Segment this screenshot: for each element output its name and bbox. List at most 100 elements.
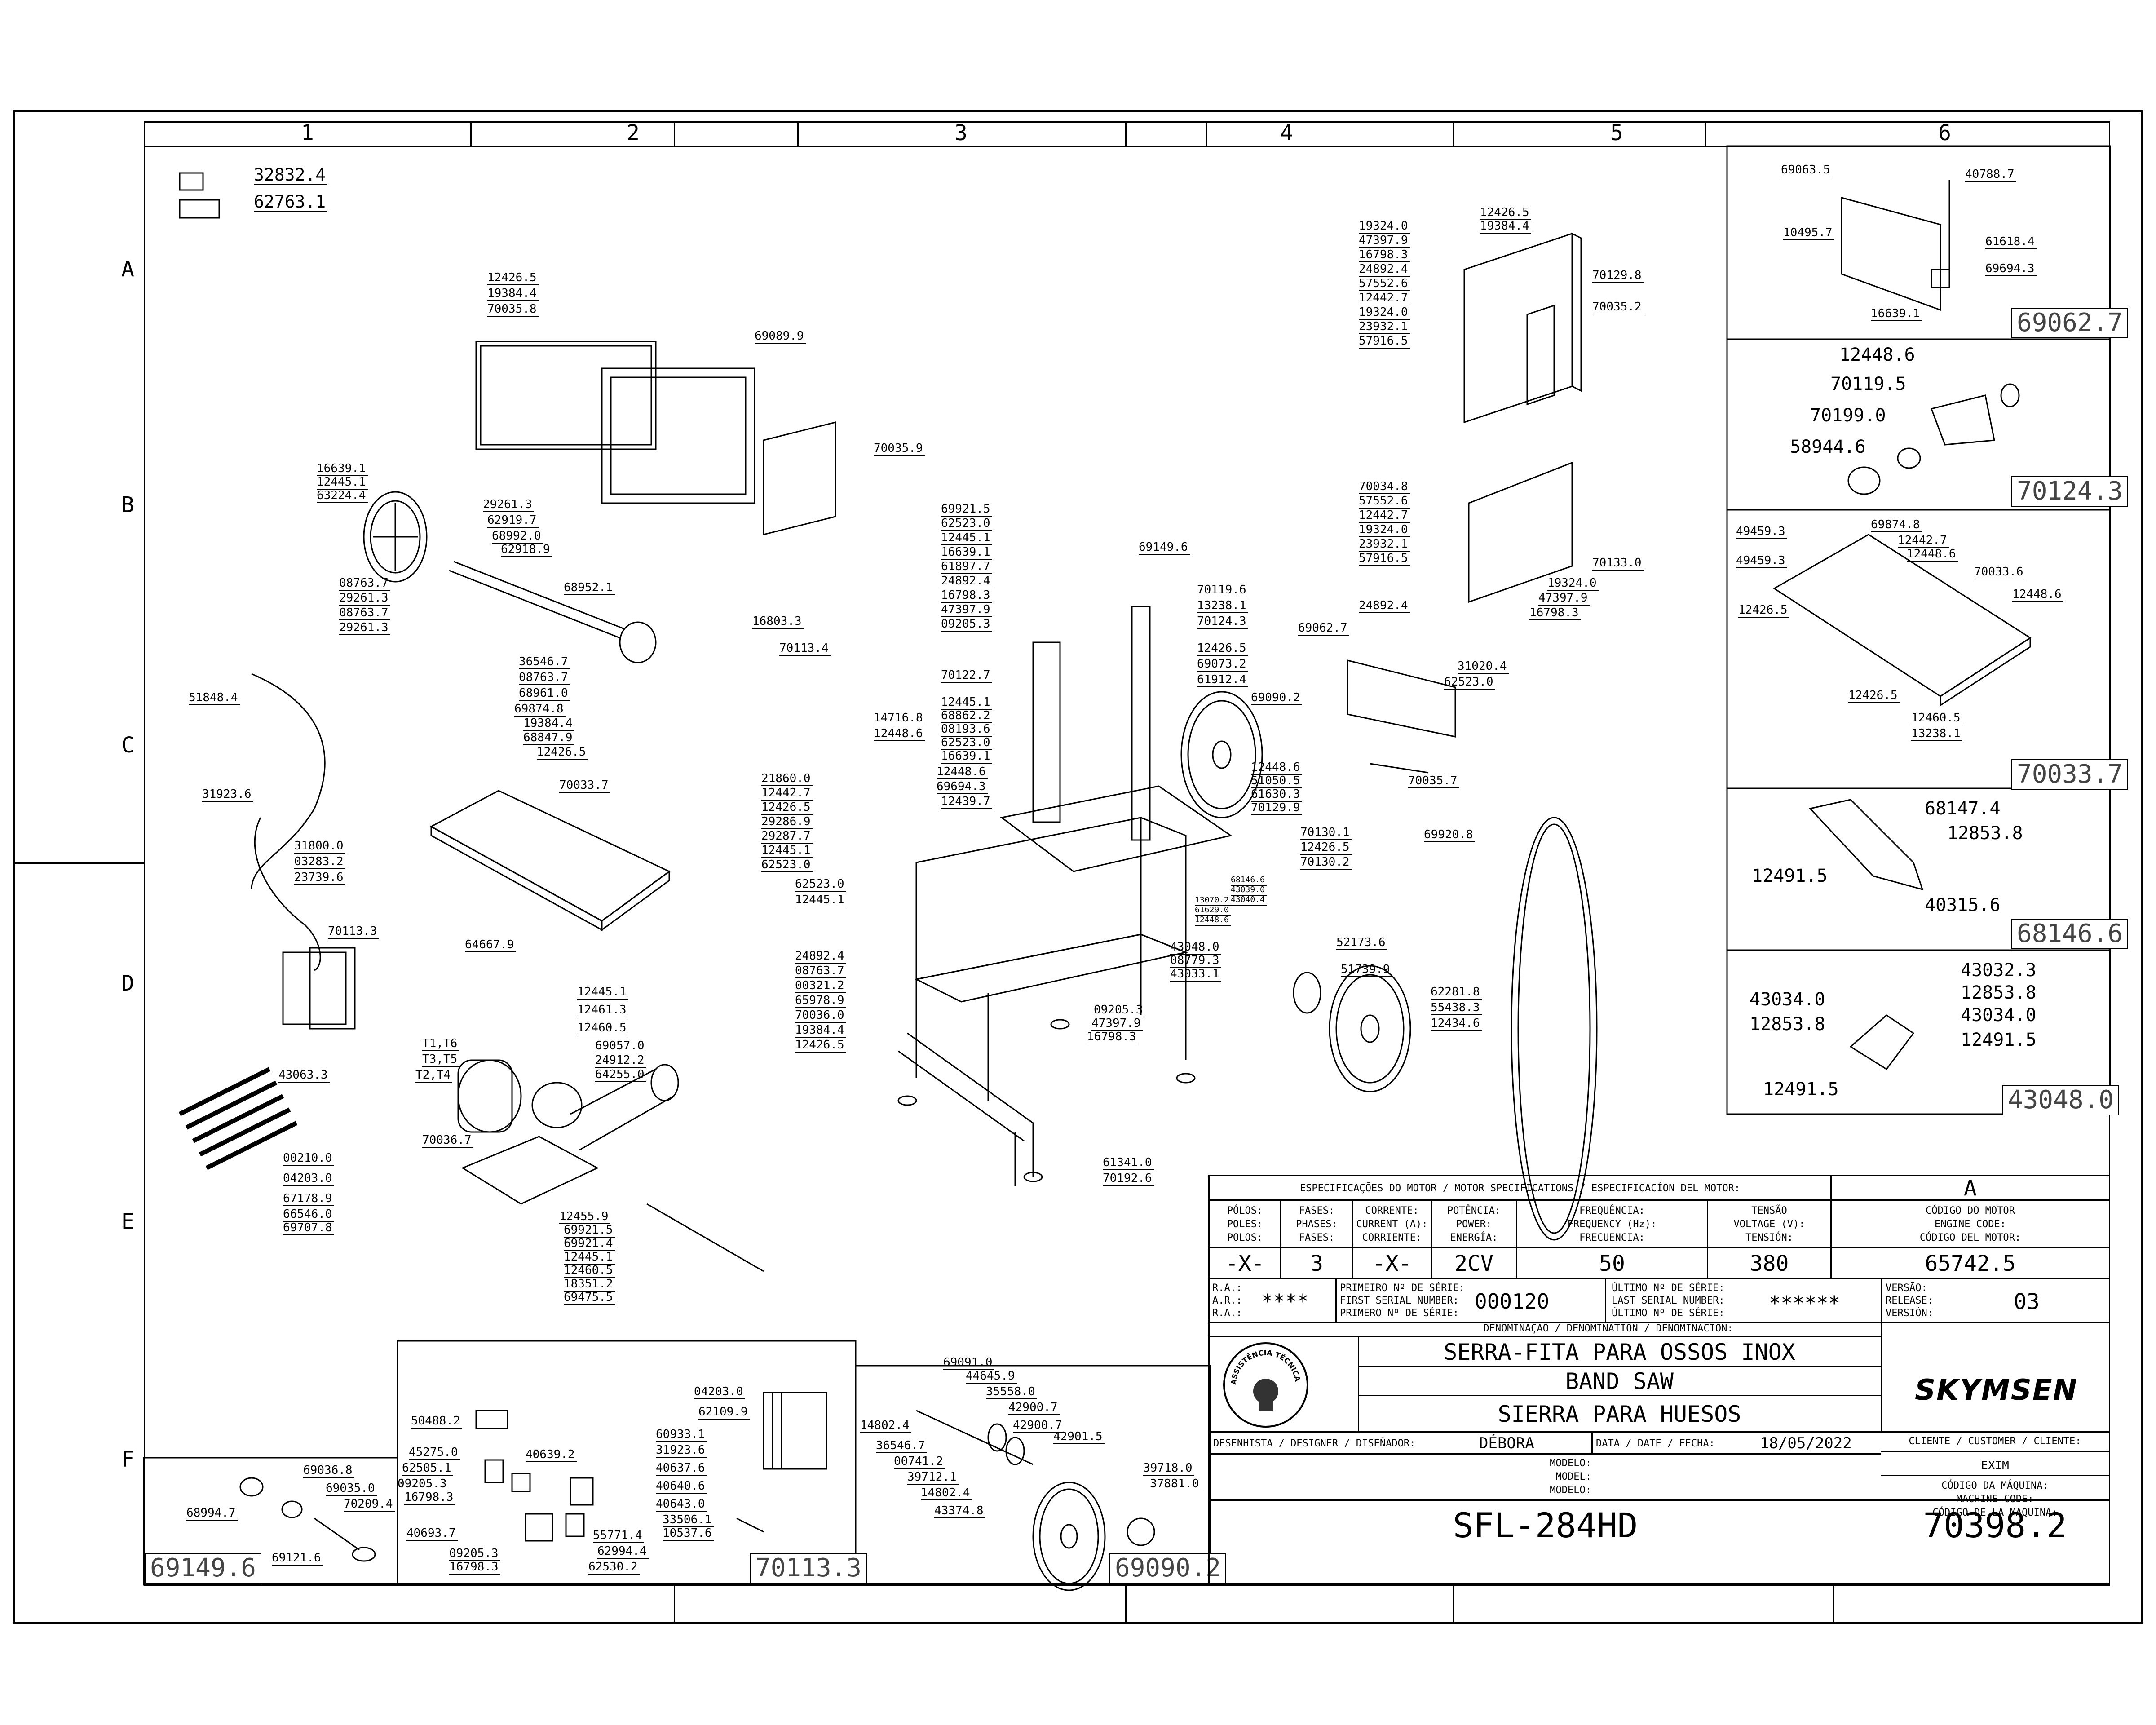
part-label: 62109.9 [698,1406,750,1420]
part-label: 12460.5 [564,1265,615,1278]
ra-line: A.R.: [1212,1295,1242,1306]
zone-col-1: 1 [301,120,314,146]
part-label: 12426.5 [1848,690,1900,703]
detail-box-id: 70033.7 [2011,759,2129,790]
spec-col-line: FREQUENCY (Hz): [1567,1219,1657,1230]
zone-divider [1206,121,1207,146]
version-line: VERSÃO: [1886,1283,1927,1294]
part-label: 68847.9 [523,732,574,745]
part-label: 69149.6 [1139,541,1190,555]
part-label: 62918.9 [501,544,552,557]
part-label: 16798.3 [1359,249,1410,262]
part-label: 65978.9 [795,995,846,1008]
part-label: 10495.7 [1783,227,1834,240]
part-label: 16803.3 [752,615,804,629]
part-label: 10537.6 [663,1527,714,1541]
part-label: 68952.1 [564,582,615,595]
part-label: 43032.3 [1961,960,2037,981]
spec-col: FASES:PHASES:FASES: [1281,1201,1353,1248]
part-label: 68994.7 [186,1507,238,1521]
spec-col: POTÊNCIA:POWER:ENERGÍA: [1432,1201,1517,1248]
part-label: 47397.9 [941,604,992,617]
part-label: 12448.6 [937,766,988,779]
part-label: 62523.0 [941,737,992,750]
version-line: VERSIÓN: [1886,1308,1933,1319]
part-label: 69475.5 [564,1292,615,1305]
part-label: 69921.5 [564,1224,615,1238]
model-label-line: MODEL: [1555,1471,1591,1482]
part-label: 42900.7 [1013,1420,1064,1433]
spec-col-line: CÓDIGO DO MOTOR [1926,1205,2015,1216]
part-label: 29261.3 [483,499,534,512]
part-label: 18351.2 [564,1278,615,1292]
part-label: 57916.5 [1359,335,1410,349]
part-label: 09205.3 [941,618,992,632]
part-label: 61618.4 [1985,236,2037,249]
part-label: 13070.2 [1195,896,1231,906]
part-label: 12455.9 [559,1211,610,1224]
part-label: 49459.3 [1736,526,1787,539]
part-label: 68146.6 [1231,876,1267,886]
detail-box-id: 69062.7 [2011,308,2129,338]
title-block: ESPECIFICAÇÕES DO MOTOR / MOTOR SPECIFIC… [1208,1175,2110,1585]
part-label: 21860.0 [761,773,813,786]
part-label: 12445.1 [941,696,992,710]
spec-col-line: ENERGÍA: [1450,1232,1498,1243]
client-label: CLIENTE / CUSTOMER / CLIENTE: [1909,1436,2081,1447]
denomination-header: DENOMINAÇÃO / DENOMINATION / DENOMINACIÓ… [1483,1323,1733,1334]
part-label: 29261.3 [339,592,390,606]
part-label: 69057.0 [595,1040,646,1053]
part-label: 08193.6 [941,723,992,737]
part-label: 09205.3 [1094,1004,1145,1017]
seal-icon: ASSISTÊNCIA TÉCNICA AUTORIZADA [1225,1344,1302,1411]
part-label: 70119.6 [1197,584,1248,597]
part-label: 13238.1 [1197,600,1248,613]
part-label: 69121.6 [272,1552,323,1566]
client-value: EXIM [1981,1459,2009,1473]
zone-divider [1453,1585,1454,1624]
part-label: 08763.7 [339,607,390,620]
machine-code-label-line: MACHINE CODE: [1881,1493,2109,1506]
first-serial-value: 000120 [1475,1289,1550,1314]
part-label: 70130.1 [1300,827,1352,840]
machine-code-label-line: CÓDIGO DA MÁQUINA: [1941,1480,2049,1491]
part-label: 51739.9 [1341,964,1392,977]
ra-value: **** [1261,1290,1309,1313]
part-label: 69062.7 [1298,622,1349,636]
val-poles: -X- [1210,1248,1281,1279]
part-label: 52173.6 [1336,937,1387,950]
product-name-en: BAND SAW [1358,1367,1881,1396]
part-label: 69091.0 [943,1357,994,1370]
part-label: 13238.1 [1911,728,1962,741]
part-label: 12491.5 [1763,1079,1839,1100]
part-label: 55438.3 [1431,1002,1482,1015]
date-value: 18/05/2022 [1760,1434,1852,1452]
part-label: 08779.3 [1170,955,1221,968]
last-serial-value: ****** [1769,1292,1840,1315]
part-label: 24892.4 [1359,600,1410,613]
part-label: 69063.5 [1781,164,1832,177]
zone-row-b: B [121,492,134,518]
part-label: 50488.2 [411,1415,462,1429]
machine-code-value: 70398.2 [1923,1505,2067,1545]
part-label: 62281.8 [1431,986,1482,1000]
zone-row-d: D [121,971,134,996]
spec-col-line: CORRENTE: [1365,1205,1419,1216]
part-label: 63224.4 [317,490,368,503]
part-label: 12448.6 [1839,345,1915,365]
part-label: 70034.8 [1359,481,1410,494]
part-label: 09205.3 [449,1548,500,1561]
part-label: 12853.8 [1750,1014,1825,1035]
part-label: 36546.7 [519,656,570,669]
tb-divider [1591,1431,1593,1454]
part-label: 70113.4 [779,642,831,656]
product-name-es: SIERRA PARA HUESOS [1498,1401,1741,1427]
part-label: 14716.8 [874,712,925,725]
part-label: 33506.1 [663,1514,714,1527]
zone-divider [470,121,472,146]
tb-divider [1881,1279,1882,1432]
seal-logo: ASSISTÊNCIA TÉCNICA AUTORIZADA [1223,1342,1308,1428]
part-label: 70129.9 [1251,802,1302,815]
part-label: 70035.9 [874,442,925,456]
part-label: 70033.6 [1974,566,2025,579]
